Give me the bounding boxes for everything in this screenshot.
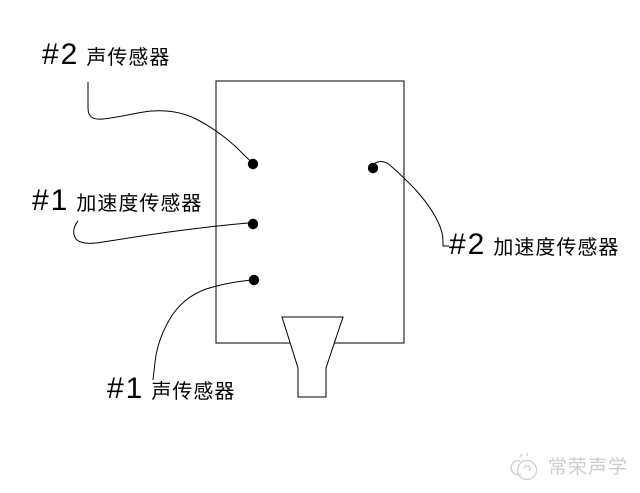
sensor-dot-2-acoustic bbox=[247, 158, 259, 170]
watermark: 常荣声学 bbox=[507, 451, 628, 483]
label-sensor-1-accel-number: #1 bbox=[32, 184, 70, 217]
label-sensor-1-accel: #1 加速度传感器 bbox=[32, 186, 202, 216]
sensor-dot-1-acoustic bbox=[248, 274, 260, 286]
label-sensor-1-accel-text: 加速度传感器 bbox=[76, 193, 203, 215]
leader-line-sensor-2-accel bbox=[374, 161, 449, 247]
label-sensor-2-accel-number: #2 bbox=[449, 228, 487, 261]
label-sensor-2-acoustic-number: #2 bbox=[42, 38, 80, 71]
device-outline bbox=[215, 80, 405, 344]
funnel-outline bbox=[281, 316, 344, 398]
watermark-brand-text: 常荣声学 bbox=[547, 456, 628, 478]
leader-line-sensor-1-accel bbox=[73, 220, 249, 244]
label-sensor-2-accel-text: 加速度传感器 bbox=[493, 237, 620, 259]
label-sensor-2-acoustic: #2 声传感器 bbox=[42, 40, 170, 70]
label-sensor-1-acoustic-number: #1 bbox=[107, 372, 145, 405]
label-sensor-2-accel: #2 加速度传感器 bbox=[449, 230, 619, 260]
label-sensor-2-acoustic-text: 声传感器 bbox=[86, 47, 171, 69]
leader-line-sensor-1-acoustic bbox=[152, 279, 253, 381]
label-sensor-1-acoustic-text: 声传感器 bbox=[151, 381, 236, 403]
label-sensor-1-acoustic: #1 声传感器 bbox=[107, 374, 235, 404]
sensor-dot-2-accel bbox=[367, 162, 379, 174]
leader-line-sensor-2-acoustic bbox=[87, 82, 254, 165]
sensor-dot-1-accel bbox=[247, 218, 259, 230]
watermark-logo-icon bbox=[510, 452, 538, 481]
